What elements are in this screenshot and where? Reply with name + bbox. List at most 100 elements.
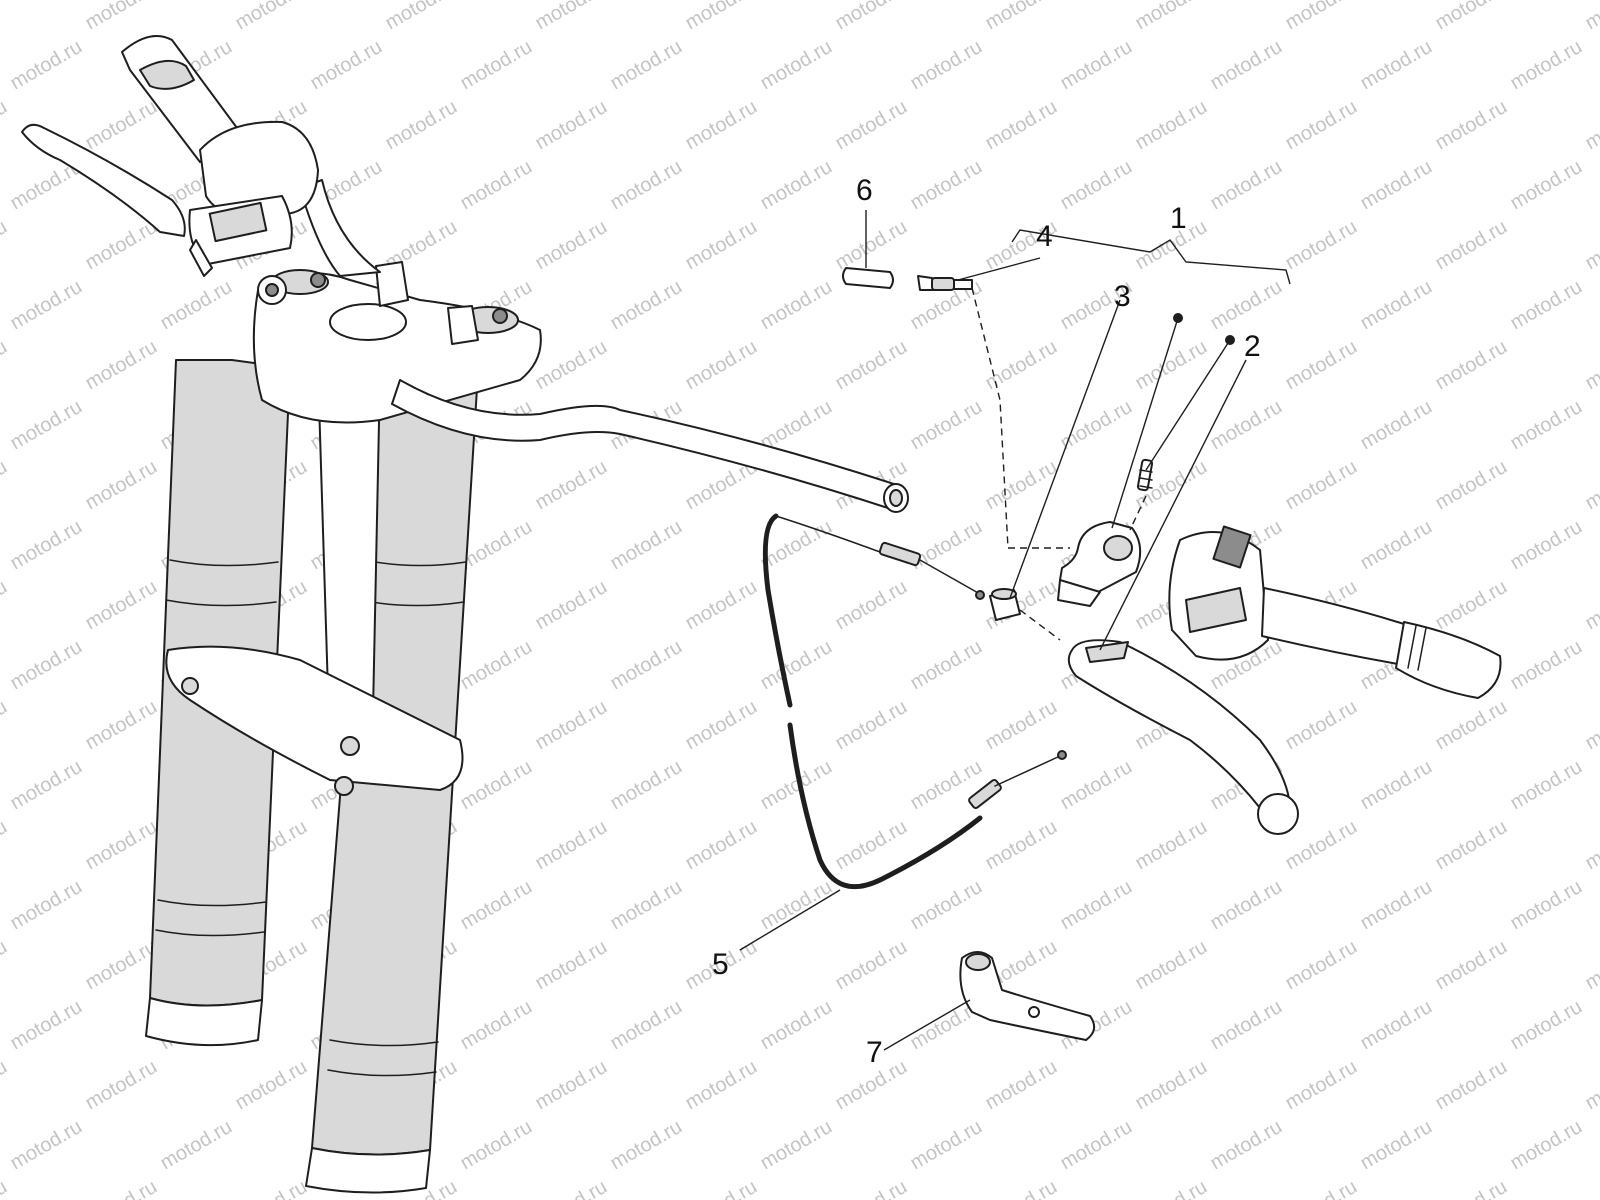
- watermark-text: motod.ru: [1507, 996, 1586, 1055]
- watermark-text: motod.ru: [0, 336, 11, 395]
- watermark-text: motod.ru: [757, 156, 836, 215]
- watermark-text: motod.ru: [82, 456, 161, 515]
- watermark-text: motod.ru: [82, 96, 161, 155]
- watermark-text: motod.ru: [1207, 996, 1286, 1055]
- watermark-text: motod.ru: [832, 336, 911, 395]
- watermark-text: motod.ru: [1282, 0, 1361, 34]
- part-6-cap: [842, 267, 894, 289]
- callout-6: 6: [856, 174, 873, 207]
- watermark-text: motod.ru: [607, 876, 686, 935]
- watermark-text: motod.ru: [82, 1176, 161, 1200]
- watermark-text: motod.ru: [1207, 276, 1286, 335]
- watermark-text: motod.ru: [1357, 396, 1436, 455]
- watermark-text: motod.ru: [1432, 216, 1511, 275]
- watermark-text: motod.ru: [7, 396, 86, 455]
- watermark-text: motod.ru: [1282, 696, 1361, 755]
- watermark-text: motod.ru: [1132, 1176, 1211, 1200]
- watermark-text: motod.ru: [532, 96, 611, 155]
- watermark-text: motod.ru: [232, 1176, 311, 1200]
- watermark-text: motod.ru: [832, 576, 911, 635]
- watermark-text: motod.ru: [1582, 696, 1600, 755]
- watermark-text: motod.ru: [457, 156, 536, 215]
- watermark-text: motod.ru: [157, 276, 236, 335]
- watermark-text: motod.ru: [532, 696, 611, 755]
- watermark-text: motod.ru: [82, 816, 161, 875]
- watermark-text: motod.ru: [82, 336, 161, 395]
- watermark-text: motod.ru: [1507, 36, 1586, 95]
- watermark-text: motod.ru: [0, 456, 11, 515]
- watermark-text: motod.ru: [232, 0, 311, 34]
- watermark-text: motod.ru: [7, 36, 86, 95]
- watermark-text: motod.ru: [607, 516, 686, 575]
- watermark-text: motod.ru: [1282, 1056, 1361, 1115]
- watermark-text: motod.ru: [7, 876, 86, 935]
- watermark-text: motod.ru: [757, 636, 836, 695]
- watermark-text: motod.ru: [1432, 816, 1511, 875]
- watermark-text: motod.ru: [832, 0, 911, 34]
- watermark-text: motod.ru: [457, 756, 536, 815]
- watermark-text: motod.ru: [0, 936, 11, 995]
- watermark-text: motod.ru: [1432, 576, 1511, 635]
- watermark-text: motod.ru: [1057, 1116, 1136, 1175]
- watermark-text: motod.ru: [0, 1176, 11, 1200]
- watermark-text: motod.ru: [532, 216, 611, 275]
- watermark-text: motod.ru: [1507, 516, 1586, 575]
- watermark-text: motod.ru: [82, 0, 161, 34]
- watermark-text: motod.ru: [232, 1056, 311, 1115]
- watermark-text: motod.ru: [982, 1176, 1061, 1200]
- watermark-text: motod.ru: [607, 276, 686, 335]
- watermark-text: motod.ru: [1282, 96, 1361, 155]
- callout-7: 7: [866, 1036, 883, 1069]
- watermark-text: motod.ru: [757, 1116, 836, 1175]
- watermark-text: motod.ru: [1132, 1056, 1211, 1115]
- watermark-text: motod.ru: [682, 816, 761, 875]
- watermark-text: motod.ru: [982, 1056, 1061, 1115]
- watermark-text: motod.ru: [682, 96, 761, 155]
- watermark-text: motod.ru: [757, 276, 836, 335]
- watermark-text: motod.ru: [1132, 936, 1211, 995]
- watermark-text: motod.ru: [907, 1116, 986, 1175]
- watermark-text: motod.ru: [1207, 36, 1286, 95]
- watermark-text: motod.ru: [682, 216, 761, 275]
- watermark-text: motod.ru: [1132, 0, 1211, 34]
- watermark-text: motod.ru: [1582, 576, 1600, 635]
- watermark-text: motod.ru: [1582, 0, 1600, 34]
- watermark-text: motod.ru: [1582, 1056, 1600, 1115]
- watermark-text: motod.ru: [0, 576, 11, 635]
- callout-4: 4: [1036, 220, 1053, 253]
- assembly-guide-lines: [971, 287, 1147, 641]
- watermark-text: motod.ru: [1207, 396, 1286, 455]
- watermark-text: motod.ru: [7, 516, 86, 575]
- watermark-text: motod.ru: [1582, 936, 1600, 995]
- watermark-text: motod.ru: [982, 456, 1061, 515]
- watermark-text: motod.ru: [682, 1056, 761, 1115]
- watermark-text: motod.ru: [1057, 36, 1136, 95]
- watermark-text: motod.ru: [532, 1176, 611, 1200]
- watermark-text: motod.ru: [0, 96, 11, 155]
- callout-1: 1: [1170, 202, 1187, 235]
- watermark-text: motod.ru: [457, 1116, 536, 1175]
- watermark-text: motod.ru: [0, 1056, 11, 1115]
- watermark-text: motod.ru: [1507, 1116, 1586, 1175]
- watermark-text: motod.ru: [832, 936, 911, 995]
- watermark-text: motod.ru: [1507, 276, 1586, 335]
- watermark-text: motod.ru: [682, 0, 761, 34]
- watermark-text: motod.ru: [1282, 216, 1361, 275]
- watermark-text: motod.ru: [757, 876, 836, 935]
- watermark-text: motod.ru: [607, 636, 686, 695]
- watermark-text: motod.ru: [1357, 516, 1436, 575]
- watermark-text: motod.ru: [1282, 336, 1361, 395]
- watermark-text: motod.ru: [607, 36, 686, 95]
- watermark-text: motod.ru: [1432, 1176, 1511, 1200]
- watermark-text: motod.ru: [1357, 1116, 1436, 1175]
- watermark-text: motod.ru: [607, 156, 686, 215]
- watermark-text: motod.ru: [157, 1116, 236, 1175]
- watermark-text: motod.ru: [1432, 456, 1511, 515]
- watermark-text: motod.ru: [682, 576, 761, 635]
- watermark-text: motod.ru: [832, 816, 911, 875]
- callout-labels: 1 2 3 4 5 6 7: [712, 174, 1261, 1069]
- part-5-clutch-cable: [762, 513, 1067, 890]
- left-grip-and-brake-lever: [21, 35, 319, 305]
- watermark-text: motod.ru: [532, 936, 611, 995]
